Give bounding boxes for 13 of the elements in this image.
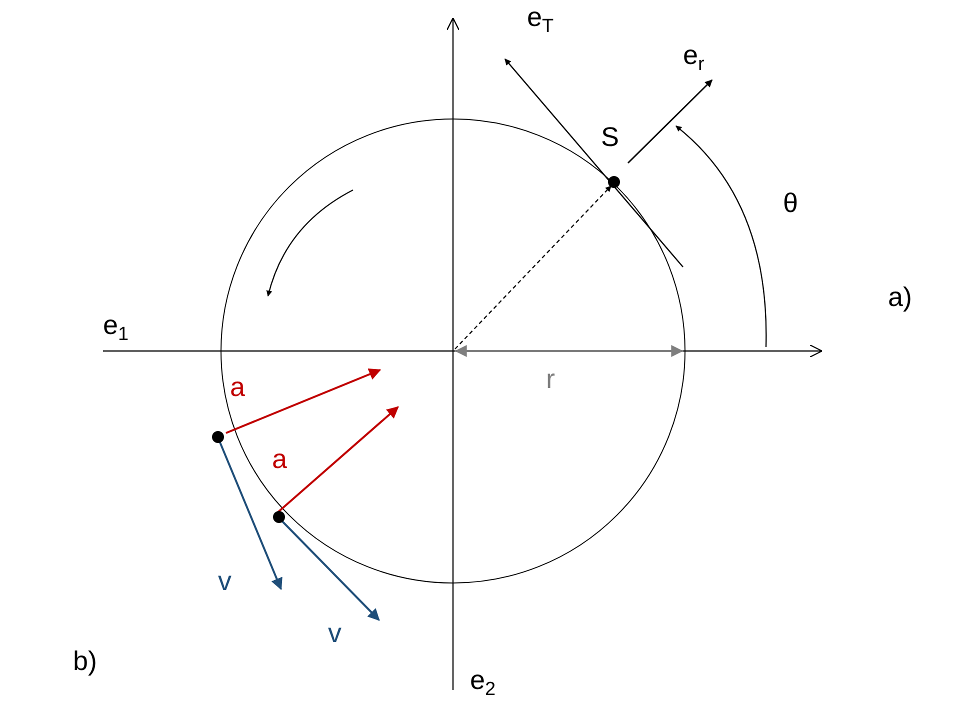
dimension-label: r: [546, 366, 555, 393]
axis-label: e$_{2}$: [470, 667, 496, 699]
angle-label: θ: [783, 190, 798, 217]
vector-label: a: [272, 446, 288, 473]
vector-label: v: [328, 620, 342, 647]
point-label: S: [601, 124, 620, 151]
axis-label: e$_{1}$: [103, 312, 129, 344]
vector-label: v: [218, 568, 232, 595]
vector-label: a: [230, 374, 246, 401]
vector-label: e$_{T}$: [527, 4, 554, 36]
panel-label: a): [888, 284, 912, 311]
vector-label: e$_{r}$: [683, 42, 704, 74]
panel-label: b): [73, 648, 98, 675]
